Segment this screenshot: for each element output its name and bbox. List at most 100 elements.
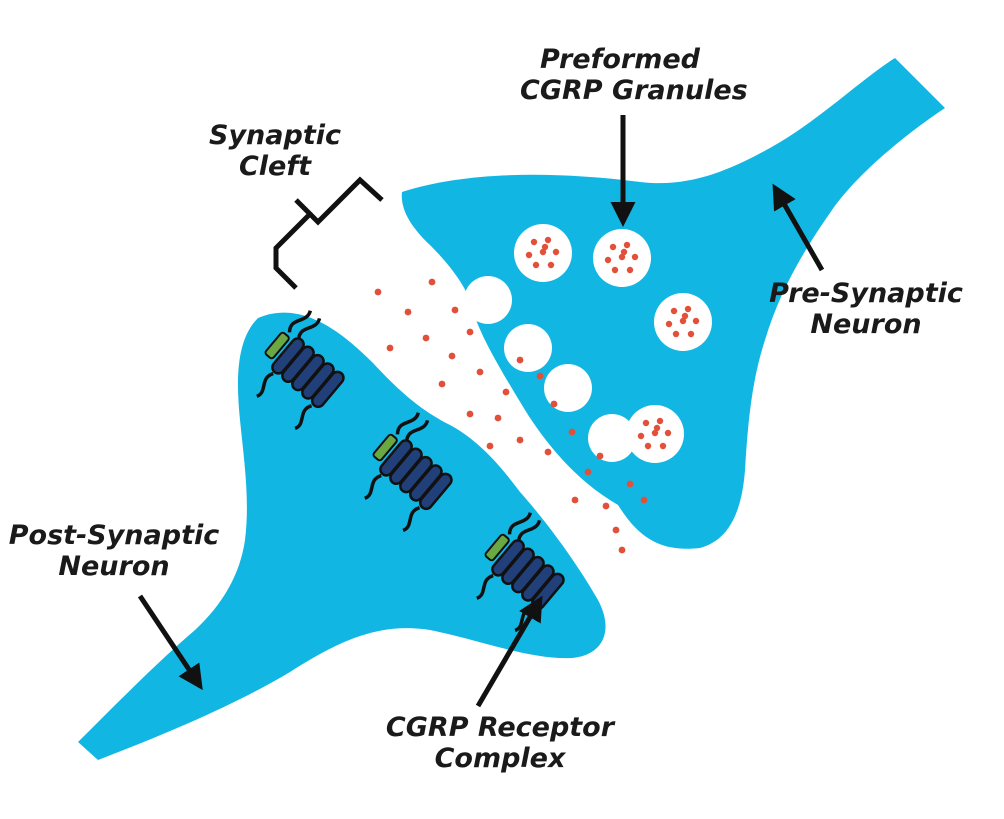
cgrp-dot [620, 248, 628, 256]
cgrp-dot [670, 307, 678, 315]
receptor-cap [264, 331, 290, 360]
synaptic-cleft-label-line-1: Synaptic [209, 120, 341, 151]
cgrp-dot [684, 305, 692, 313]
receptor-cap [484, 533, 510, 562]
cgrp-dot [631, 253, 639, 261]
cgrp-dot [544, 236, 552, 244]
cgrp-dot [536, 372, 544, 380]
cgrp-dot [604, 256, 612, 264]
receptor-complex [475, 511, 565, 633]
cgrp-dot [618, 253, 626, 261]
cgrp-dot [422, 334, 430, 342]
cgrp-dot [584, 468, 592, 476]
cgrp-dot [502, 388, 510, 396]
release-bump [464, 276, 512, 324]
cgrp-dot [651, 429, 659, 437]
cgrp-dot [656, 417, 664, 425]
cgrp-dot [637, 432, 645, 440]
receptor-complex-label-line-1: CGRP Receptor [385, 712, 615, 743]
cgrp-dot [404, 308, 412, 316]
cgrp-dot [516, 436, 524, 444]
cgrp-dot [466, 328, 474, 336]
receptor-tail [516, 519, 542, 543]
cgrp-dot [525, 251, 533, 259]
cgrp-dot [618, 546, 626, 554]
pre-synaptic-arrow [772, 183, 825, 272]
cgrp-dot [374, 288, 382, 296]
release-bump [544, 364, 592, 412]
cgrp-dot [611, 266, 619, 274]
cgrp-dot [692, 317, 700, 325]
post-synaptic-label: Post-Synaptic Neuron [4, 520, 224, 582]
cleft-bracket [273, 176, 384, 290]
pre-synaptic-label-line-1: Pre-Synaptic [769, 278, 963, 309]
cgrp-dot [659, 442, 667, 450]
granules-label-line-2: CGRP Granules [520, 75, 748, 106]
cgrp-dot [550, 400, 558, 408]
cgrp-dot [664, 429, 672, 437]
cgrp-dot [547, 261, 555, 269]
receptor-complex-label-line-2: Complex [434, 743, 566, 774]
cgrp-dot [552, 248, 560, 256]
receptor-tail [507, 511, 533, 535]
cgrp-dot [568, 428, 576, 436]
cgrp-dot [466, 410, 474, 418]
receptor-arrow [475, 595, 543, 708]
post-synaptic-label-line-1: Post-Synaptic [8, 520, 220, 551]
pre-synaptic-label: Pre-Synaptic Neuron [760, 278, 972, 340]
receptor-coil [310, 370, 345, 409]
cgrp-dot [665, 320, 673, 328]
cgrp-dot [530, 238, 538, 246]
receptor-tail [395, 411, 421, 435]
cgrp-dot [640, 496, 648, 504]
receptor-tail [296, 317, 322, 341]
receptor-complex-label: CGRP Receptor Complex [380, 712, 620, 774]
granule [654, 293, 712, 351]
receptor-tail [363, 473, 382, 500]
granule [593, 229, 651, 287]
receptor-cap [372, 433, 398, 462]
cgrp-dot [539, 248, 547, 256]
cgrp-dot [476, 368, 484, 376]
pre-synaptic-label-line-2: Neuron [810, 309, 922, 340]
cgrp-dot [438, 380, 446, 388]
cgrp-dot [642, 419, 650, 427]
cgrp-dot [494, 414, 502, 422]
receptor-complex [255, 309, 345, 431]
post-synaptic-arrow [137, 594, 203, 691]
granules-label-line-1: Preformed [540, 44, 700, 75]
receptor-tail [404, 419, 430, 443]
receptor-tail [287, 309, 313, 333]
cgrp-dot [687, 330, 695, 338]
cgrp-dot [486, 442, 494, 450]
release-bump [588, 414, 636, 462]
cgrp-dot [448, 352, 456, 360]
receptor-tail [475, 573, 494, 600]
granule [626, 405, 684, 463]
cgrp-dot [541, 243, 549, 251]
cgrp-dot [626, 266, 634, 274]
cgrp-dot [596, 452, 604, 460]
granule [514, 224, 572, 282]
cgrp-dot [428, 278, 436, 286]
cgrp-dot [679, 317, 687, 325]
post-synaptic-neuron [78, 312, 606, 760]
cgrp-granules [514, 224, 712, 463]
cgrp-dot [681, 312, 689, 320]
synaptic-cleft-label: Synaptic Cleft [200, 120, 350, 182]
receptor-complex [363, 411, 453, 533]
cgrp-dot [612, 526, 620, 534]
release-zone [464, 276, 636, 462]
receptor-complexes [255, 309, 565, 633]
cgrp-dot [602, 502, 610, 510]
cgrp-dot [451, 306, 459, 314]
cgrp-dot [623, 241, 631, 249]
receptor-tail [294, 403, 313, 431]
released-cgrp [374, 278, 648, 554]
cgrp-dot [672, 330, 680, 338]
synaptic-cleft-label-line-2: Cleft [238, 151, 312, 182]
post-synaptic-label-line-2: Neuron [58, 551, 170, 582]
cgrp-dot [386, 344, 394, 352]
